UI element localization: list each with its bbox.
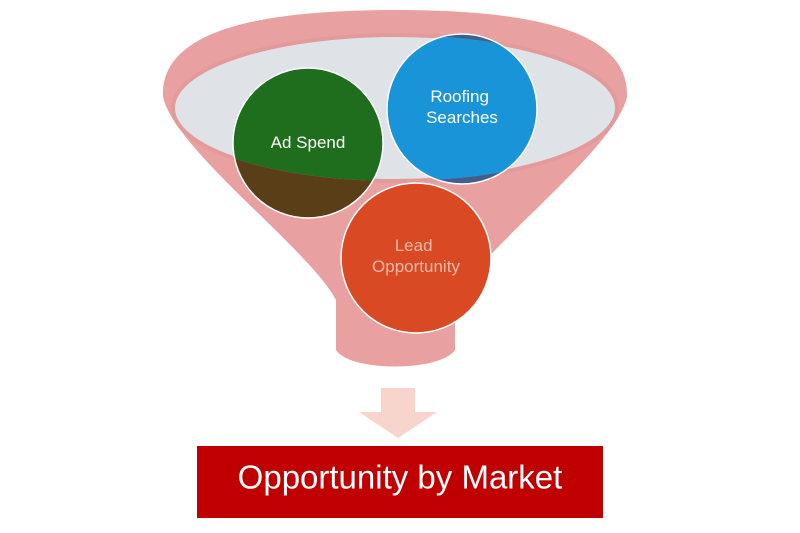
ad-spend-circle: Ad Spend: [232, 67, 384, 219]
roofing-searches-circle: Roofing Searches: [386, 33, 538, 185]
result-box: Opportunity by Market: [197, 446, 603, 518]
result-label: Opportunity by Market: [238, 459, 563, 496]
roofing-searches-label: Roofing Searches: [426, 87, 498, 127]
lead-opportunity-label: Lead Opportunity: [372, 236, 460, 276]
down-arrow-icon: [359, 388, 437, 438]
lead-opportunity-circle: Lead Opportunity: [340, 182, 492, 334]
ad-spend-label: Ad Spend: [271, 133, 346, 152]
